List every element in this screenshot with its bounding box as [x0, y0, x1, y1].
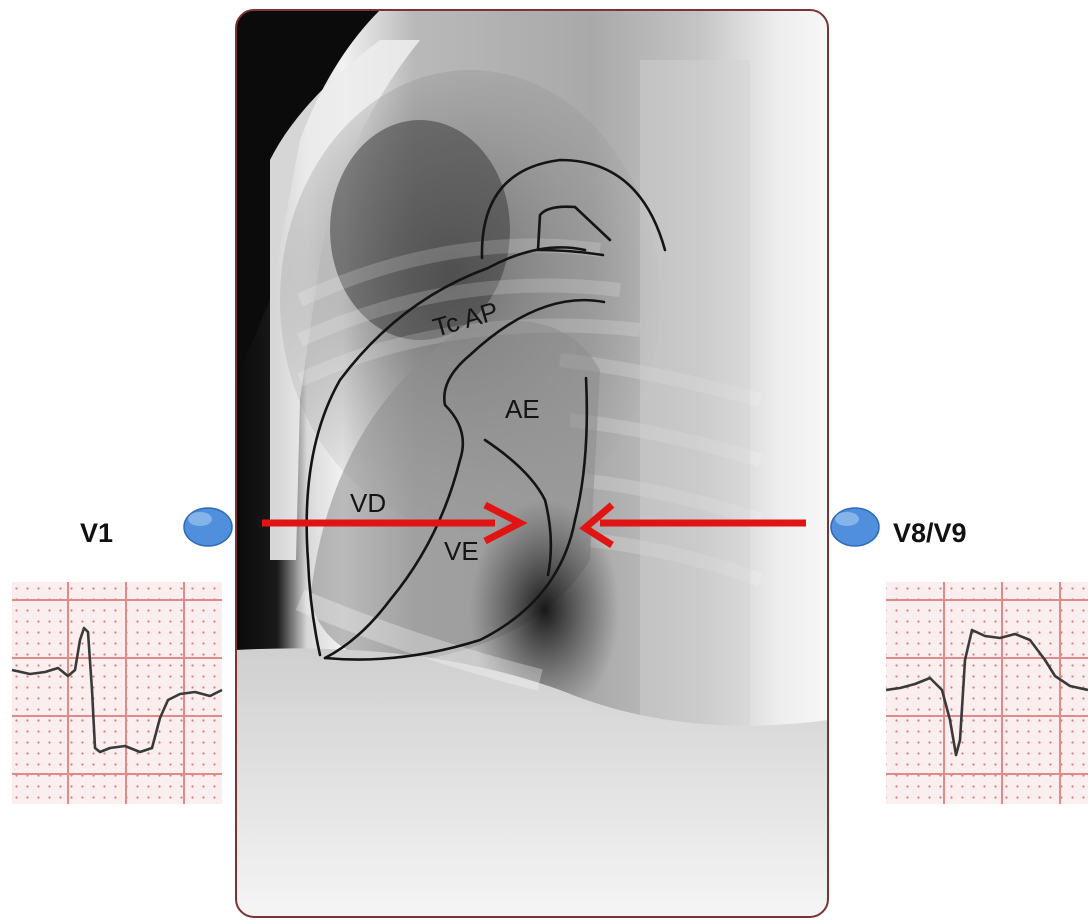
label-left-ventricle: VE	[444, 536, 479, 566]
label-right-ventricle: VD	[350, 488, 386, 518]
lead-label-v1: V1	[80, 518, 113, 548]
ecg-strip-v1	[12, 582, 222, 804]
ecg-strip-v8-v9	[886, 582, 1088, 804]
lead-label-v8-v9: V8/V9	[893, 518, 967, 548]
electrode-dot-icon	[831, 508, 879, 546]
label-left-atrium: AE	[505, 394, 540, 424]
xray-image	[236, 10, 828, 917]
electrode-dot-icon	[184, 508, 232, 546]
